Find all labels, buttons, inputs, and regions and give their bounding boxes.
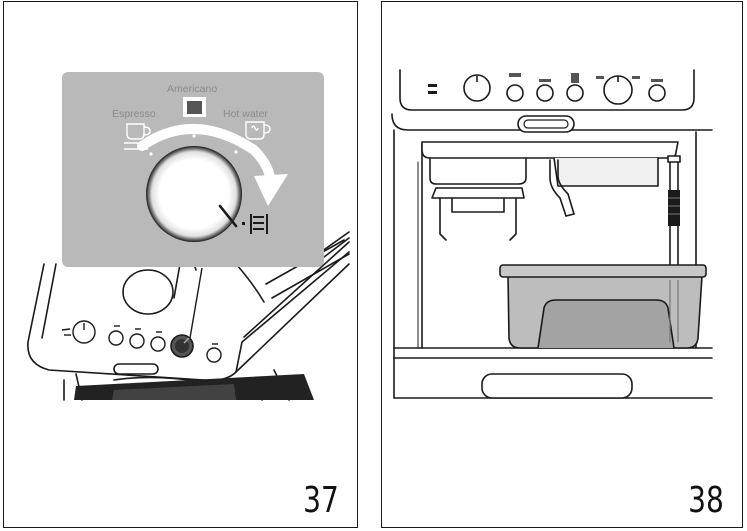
bottom-drawer bbox=[481, 373, 633, 399]
hot-water-label: Hot water bbox=[223, 108, 268, 120]
americano-mug-icon bbox=[183, 97, 206, 117]
highlighted-selector-knob bbox=[170, 334, 194, 358]
figure-37-illustration: Americano Espresso Hot water bbox=[27, 72, 350, 401]
selector-dial bbox=[146, 146, 242, 242]
panel-knobs bbox=[428, 73, 666, 105]
tray-handle bbox=[113, 363, 159, 375]
figure-number: 38 bbox=[688, 480, 724, 521]
hot-water-cup-icon bbox=[245, 121, 271, 140]
drip-tray bbox=[499, 264, 707, 349]
figure-number: 37 bbox=[303, 480, 339, 521]
figure-38-panel: 38 bbox=[381, 1, 743, 528]
steam-wand-grip bbox=[668, 190, 680, 226]
figure-37-panel: Americano Espresso Hot water 37 bbox=[3, 1, 358, 528]
machine-round-window bbox=[122, 269, 174, 315]
americano-label: Americano bbox=[167, 83, 217, 95]
figure-38-illustration bbox=[391, 69, 713, 399]
dial-pointer bbox=[218, 204, 238, 228]
steam-icon bbox=[242, 214, 268, 234]
espresso-label: Espresso bbox=[112, 108, 156, 120]
dial-zoom-overlay: Americano Espresso Hot water bbox=[62, 72, 324, 267]
control-knobs-row bbox=[61, 320, 222, 363]
control-panel bbox=[399, 69, 695, 111]
espresso-cup-icon bbox=[124, 123, 151, 150]
machine-base bbox=[74, 374, 314, 400]
